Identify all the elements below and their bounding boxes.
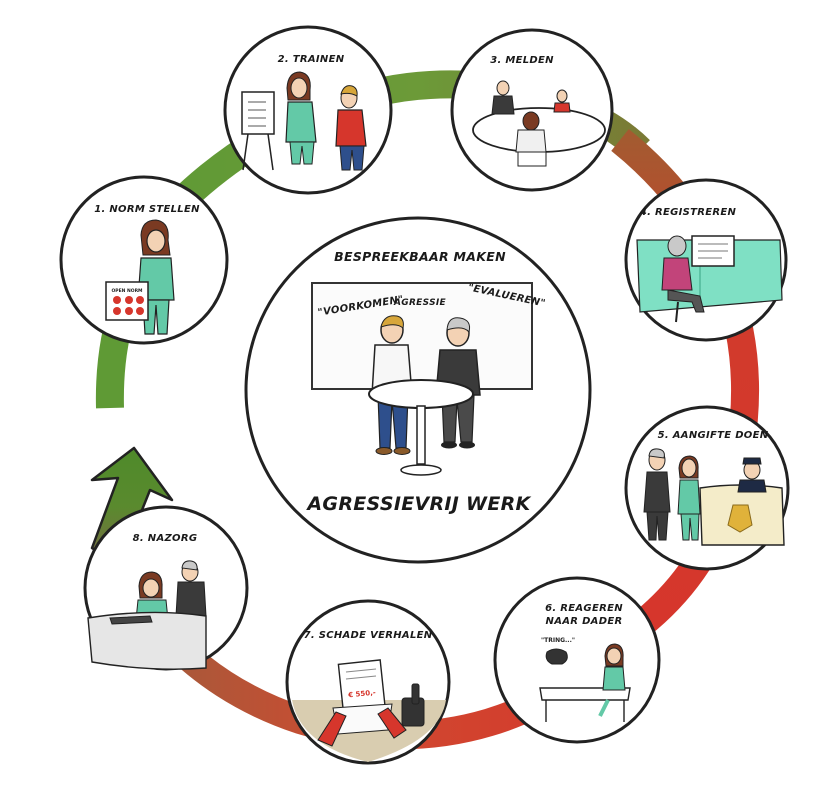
norm-sign-text: OPEN NORM	[111, 288, 143, 294]
grey-man-standing	[643, 448, 671, 541]
step-1-label: 1. NORM STELLEN	[94, 204, 200, 215]
trainee-man-red-shirt	[335, 85, 367, 171]
center-panel: BESPREEKBAAR MAKEN "VOORKOMEN" AGRESSIE …	[244, 216, 592, 564]
step-2-trainen: 2. TRAINEN	[223, 25, 393, 195]
woman-on-phone	[598, 643, 626, 717]
step-7-label: 7. SCHADE VERHALEN	[304, 630, 433, 641]
step-8-nazorg: 8. NAZORG	[83, 505, 249, 671]
step-3-label: 3. MELDEN	[490, 55, 554, 66]
step-2-label: 2. TRAINEN	[278, 54, 345, 65]
trainer-woman	[285, 71, 317, 165]
comforting-man	[175, 560, 207, 617]
step-4-label: 4. REGISTREREN	[639, 207, 737, 218]
desk-phone	[401, 683, 425, 727]
phone-bubble-text: "TRING..."	[541, 637, 575, 644]
flipchart	[241, 91, 275, 171]
office-desk	[539, 687, 631, 722]
step-7-schade-verhalen: 7. SCHADE VERHALEN € 550,-	[285, 599, 451, 765]
meeting-people	[491, 80, 571, 167]
typing-woman	[661, 235, 705, 323]
invoice-amount: € 550,-	[347, 689, 376, 700]
step-3-melden: 3. MELDEN	[450, 28, 614, 192]
step-5-label: 5. AANGIFTE DOEN	[658, 430, 769, 441]
phone-speech-bubble: "TRING..."	[541, 637, 575, 665]
step-6-reageren-naar-dader: 6. REAGEREN NAAR DADER "TRING..."	[493, 576, 661, 744]
center-title: AGRESSIEVRIJ WERK	[305, 493, 531, 515]
woman-with-sign: OPEN NORM	[105, 219, 175, 335]
step-8-label: 8. NAZORG	[133, 533, 198, 544]
teal-woman-standing	[677, 455, 701, 541]
step-4-registreren: 4. REGISTREREN	[624, 178, 788, 342]
step-5-aangifte-doen: 5. AANGIFTE DOEN	[624, 405, 790, 571]
standing-table	[368, 379, 474, 476]
computer-monitor	[691, 235, 735, 267]
invoice-letter: € 550,-	[317, 659, 407, 747]
police-counter	[699, 484, 785, 546]
person-grey-haired-man	[435, 317, 481, 449]
step-6-label-line2: NAAR DADER	[546, 616, 623, 627]
whiteboard-word-agressie: AGRESSIE	[393, 298, 447, 308]
curved-desk	[87, 611, 207, 670]
step-6-label-line1: 6. REAGEREN	[545, 603, 623, 614]
police-officer	[737, 457, 767, 493]
step-1-norm-stellen: 1. NORM STELLEN OPEN NORM	[59, 175, 229, 345]
center-heading: BESPREEKBAAR MAKEN	[334, 249, 506, 264]
